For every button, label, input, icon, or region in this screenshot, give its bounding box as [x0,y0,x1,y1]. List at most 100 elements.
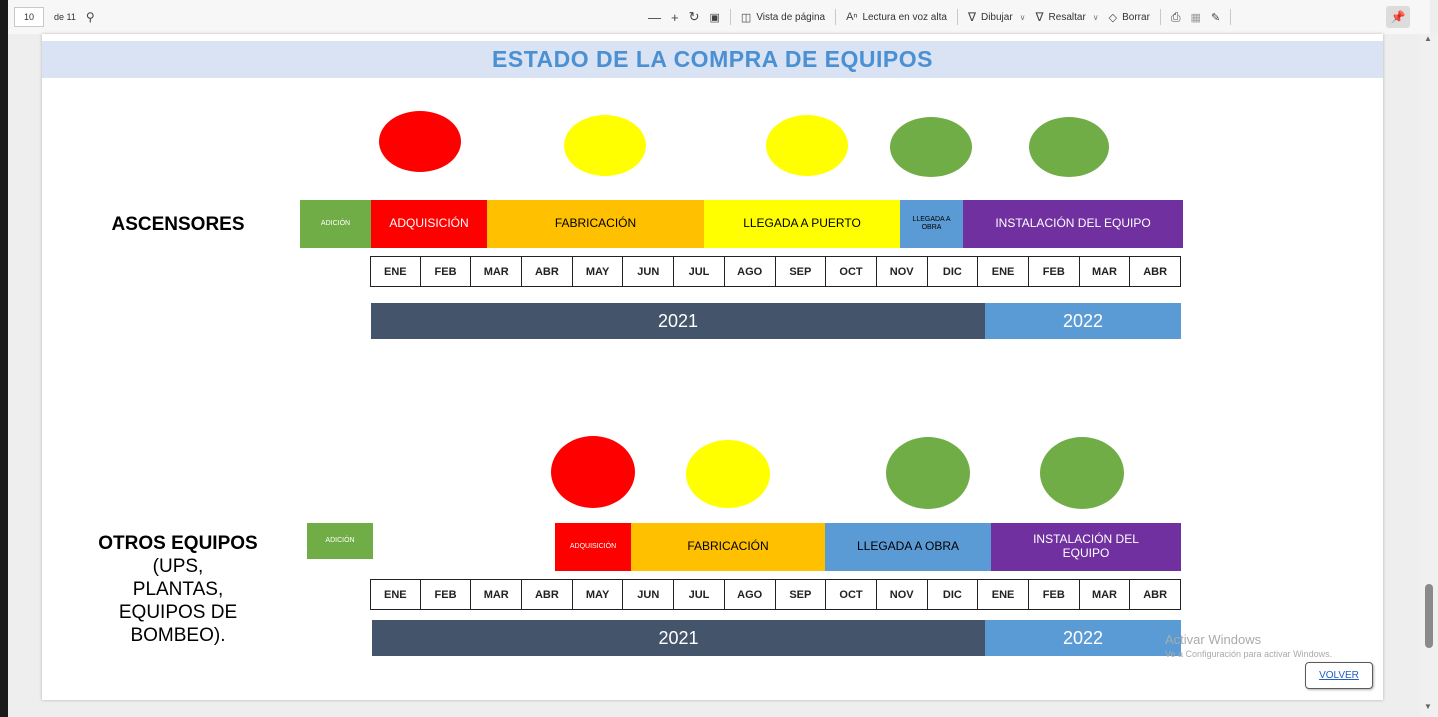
page-view-button[interactable]: ◫ Vista de página [741,11,825,24]
month-label: JUL [688,265,710,278]
month-label: SEP [789,265,812,278]
draw-button[interactable]: ∇ Dibujar ∨ [968,10,1026,24]
erase-label: Borrar [1122,11,1150,23]
month-cell: NOV [876,579,928,610]
toolbar-divider [956,9,958,25]
volver-button[interactable]: VOLVER [1305,662,1373,689]
fit-page-icon[interactable]: ▣ [709,11,720,24]
rotate-icon[interactable]: ↻ [688,9,700,24]
month-cell: JUN [623,256,675,287]
month-cell: JUN [623,579,675,610]
status-circle-green [1040,437,1124,509]
month-label: MAY [585,265,610,278]
month-cell: MAR [1079,256,1131,287]
month-cell: MAY [572,579,624,610]
save-icon[interactable]: ▦ [1190,11,1201,24]
phase-llegada-obra: LLEGADA A OBRA [825,523,991,571]
month-label: JUN [637,588,660,601]
phase-adquisicion: ADQUISICIÓN [555,523,631,571]
chevron-down-icon[interactable]: ∨ [1019,12,1026,22]
pdf-viewer: 10 de 11 ⚲ — + ↻ ▣ ◫ Vista de página Aⁿ … [8,0,1438,717]
month-cell: MAR [471,579,523,610]
zoom-in-button[interactable]: + [671,9,679,25]
highlight-button[interactable]: ∇ Resaltar ∨ [1036,10,1099,24]
phase-bar: ADQUISICIÓN FABRICACIÓN LLEGADA A OBRA I… [555,523,1181,571]
month-label: JUN [637,265,660,278]
month-label: FEB [434,265,457,278]
month-cell: MAR [471,256,523,287]
status-circle-yellow [766,115,848,176]
month-label: SEP [789,588,812,601]
month-cell: ABR [1130,256,1181,287]
page-number-input[interactable]: 10 [14,7,44,27]
month-label: DIC [942,588,962,601]
year-2022: 2022 [985,303,1181,339]
phase-adicion: ADICIÓN [307,523,373,559]
month-label: OCT [839,588,863,601]
row-label-line1: ASCENSORES [111,214,245,235]
month-cell: ENE [370,256,421,287]
month-row: ENE FEB MAR ABR MAY JUN JUL AGO SEP OCT … [370,579,1181,610]
month-label: FEB [434,588,457,601]
month-cell: SEP [775,256,827,287]
row-label-otros-equipos: OTROS EQUIPOS (UPS, PLANTAS, EQUIPOS DE … [68,532,288,647]
month-label: AGO [737,265,763,278]
phase-label: ADQUISICIÓN [389,216,469,231]
pdf-toolbar: 10 de 11 ⚲ — + ↻ ▣ ◫ Vista de página Aⁿ … [8,0,1430,34]
year-2021: 2021 [372,620,985,656]
year-label: 2022 [1062,310,1104,331]
phase-llegada-puerto: LLEGADA A PUERTO [704,200,900,248]
slide-page: ESTADO DE LA COMPRA DE EQUIPOS ASCENSORE… [42,34,1383,700]
eraser-icon: ◇ [1108,11,1118,24]
month-cell: DIC [927,579,979,610]
month-label: ENE [384,588,407,601]
scroll-down-icon[interactable]: ▼ [1424,702,1432,711]
row-label-line1: OTROS EQUIPOS [98,533,258,554]
status-circle-yellow [564,115,646,176]
print-icon[interactable]: ⎙ [1170,9,1181,24]
month-label: ABR [534,265,559,278]
toolbar-actions: — + ↻ ▣ ◫ Vista de página Aⁿ Lectura en … [648,0,1232,34]
month-label: MAR [1091,588,1117,601]
read-aloud-label: Lectura en voz alta [862,11,947,23]
month-label: OCT [839,265,863,278]
phase-label: ADICIÓN [320,219,351,227]
month-label: ABR [1143,265,1168,278]
month-cell: FEB [420,256,472,287]
page-number-value: 10 [23,12,34,22]
highlight-label: Resaltar [1048,11,1086,23]
phase-adquisicion: ADQUISICIÓN [371,200,487,248]
month-label: ENE [991,265,1015,278]
chevron-down-icon[interactable]: ∨ [1092,12,1099,22]
page-view-label: Vista de página [756,11,826,23]
phase-label: ADICIÓN [325,536,355,544]
month-label: MAY [585,588,610,601]
status-circle-green [890,117,972,177]
read-aloud-button[interactable]: Aⁿ Lectura en voz alta [846,11,947,23]
month-cell: ABR [1130,579,1181,610]
month-cell: AGO [724,579,776,610]
status-circle-green [1029,117,1109,177]
phase-llegada-obra: LLEGADA A OBRA [900,200,963,248]
vertical-scrollbar[interactable]: ▲ ▼ [1420,34,1438,717]
row-label-line2: (UPS, PLANTAS, EQUIPOS DE BOMBEO). [118,556,238,646]
toolbar-divider [1230,9,1232,25]
scroll-up-icon[interactable]: ▲ [1424,34,1432,43]
toolbar-divider [1159,9,1161,25]
scrollbar-thumb[interactable] [1425,584,1433,648]
month-cell: ABR [522,579,573,610]
draw-icon: ∇ [967,10,976,24]
month-label: ABR [534,588,559,601]
watermark-line2: Ve a Configuración para activar Windows. [1165,649,1333,659]
toolbar-divider [835,9,837,25]
save-as-icon[interactable]: ✎ [1210,11,1221,24]
phase-fabricacion: FABRICACIÓN [631,523,825,571]
month-cell: FEB [420,579,472,610]
phase-adicion: ADICIÓN [300,200,371,248]
pin-toolbar-button[interactable]: 📌 [1386,6,1410,28]
erase-button[interactable]: ◇ Borrar [1109,11,1150,24]
month-cell: ENE [978,579,1029,610]
highlight-icon: ∇ [1035,10,1044,24]
search-icon[interactable]: ⚲ [85,10,95,24]
zoom-out-button[interactable]: — [648,9,661,25]
